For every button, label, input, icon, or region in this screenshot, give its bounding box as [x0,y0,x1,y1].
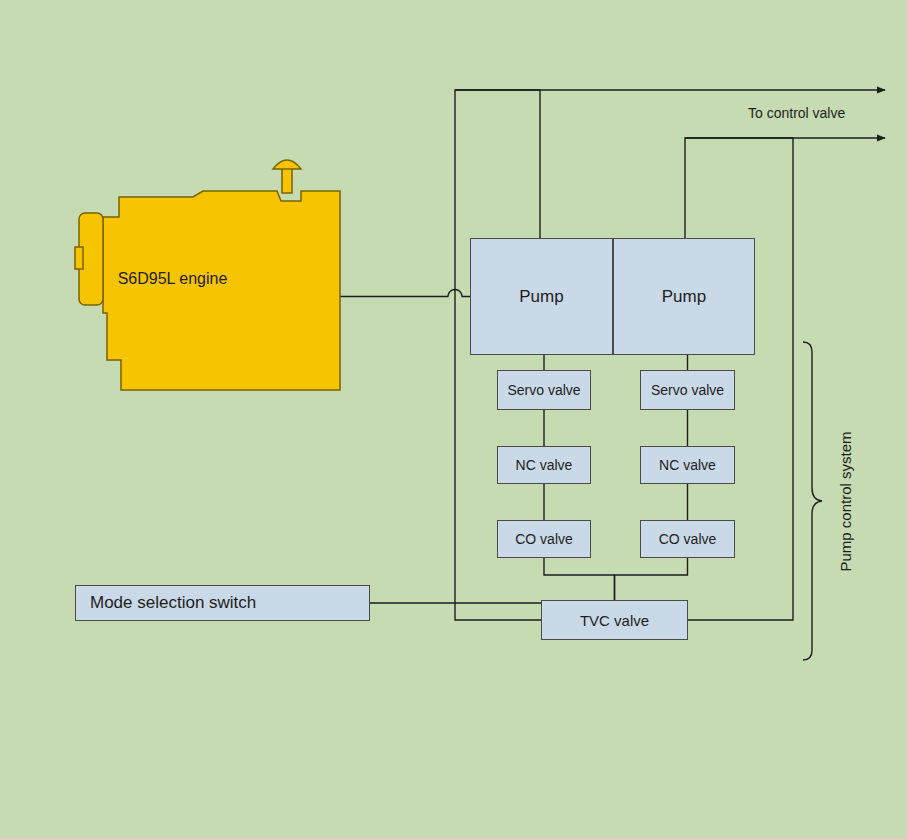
tvc-valve-box: TVC valve [541,600,688,640]
node-label: Pump [519,287,563,307]
connector-line [615,558,688,600]
co-valve-box: CO valve [640,520,735,558]
nc-valve-box: NC valve [497,446,591,484]
group-label: Pump control system [836,431,853,571]
node-label: TVC valve [580,612,649,629]
node-label: Pump [662,287,706,307]
filler-stem [282,167,292,193]
engine-body [103,191,340,390]
nc-valve-box: NC valve [640,446,735,484]
node-label: Mode selection switch [90,593,256,613]
pump-box: Pump [470,238,613,355]
switch-box: Mode selection switch [75,585,370,621]
output-label: To control valve [748,105,845,121]
node-label: Servo valve [651,382,724,398]
pump-box: Pump [613,238,755,355]
servo-valve-box: Servo valve [640,370,735,410]
node-label: CO valve [515,531,573,547]
bracket [803,342,822,660]
connector-line [543,355,544,370]
connector-line [687,355,688,370]
fan-hub [75,247,83,269]
node-label: NC valve [516,457,573,473]
node-label: NC valve [659,457,716,473]
connector-line [543,410,544,446]
connector-line [543,484,544,520]
node-label: CO valve [659,531,717,547]
node-label: Servo valve [507,382,580,398]
connector-line [687,484,688,520]
engine-illustration: S6D95L engine [75,155,340,390]
filler-cap [273,160,301,169]
co-valve-box: CO valve [497,520,591,558]
node-label: S6D95L engine [118,270,228,288]
connector-line [544,558,615,600]
servo-valve-box: Servo valve [497,370,591,410]
connector-line [340,290,470,297]
connector-line [687,410,688,446]
